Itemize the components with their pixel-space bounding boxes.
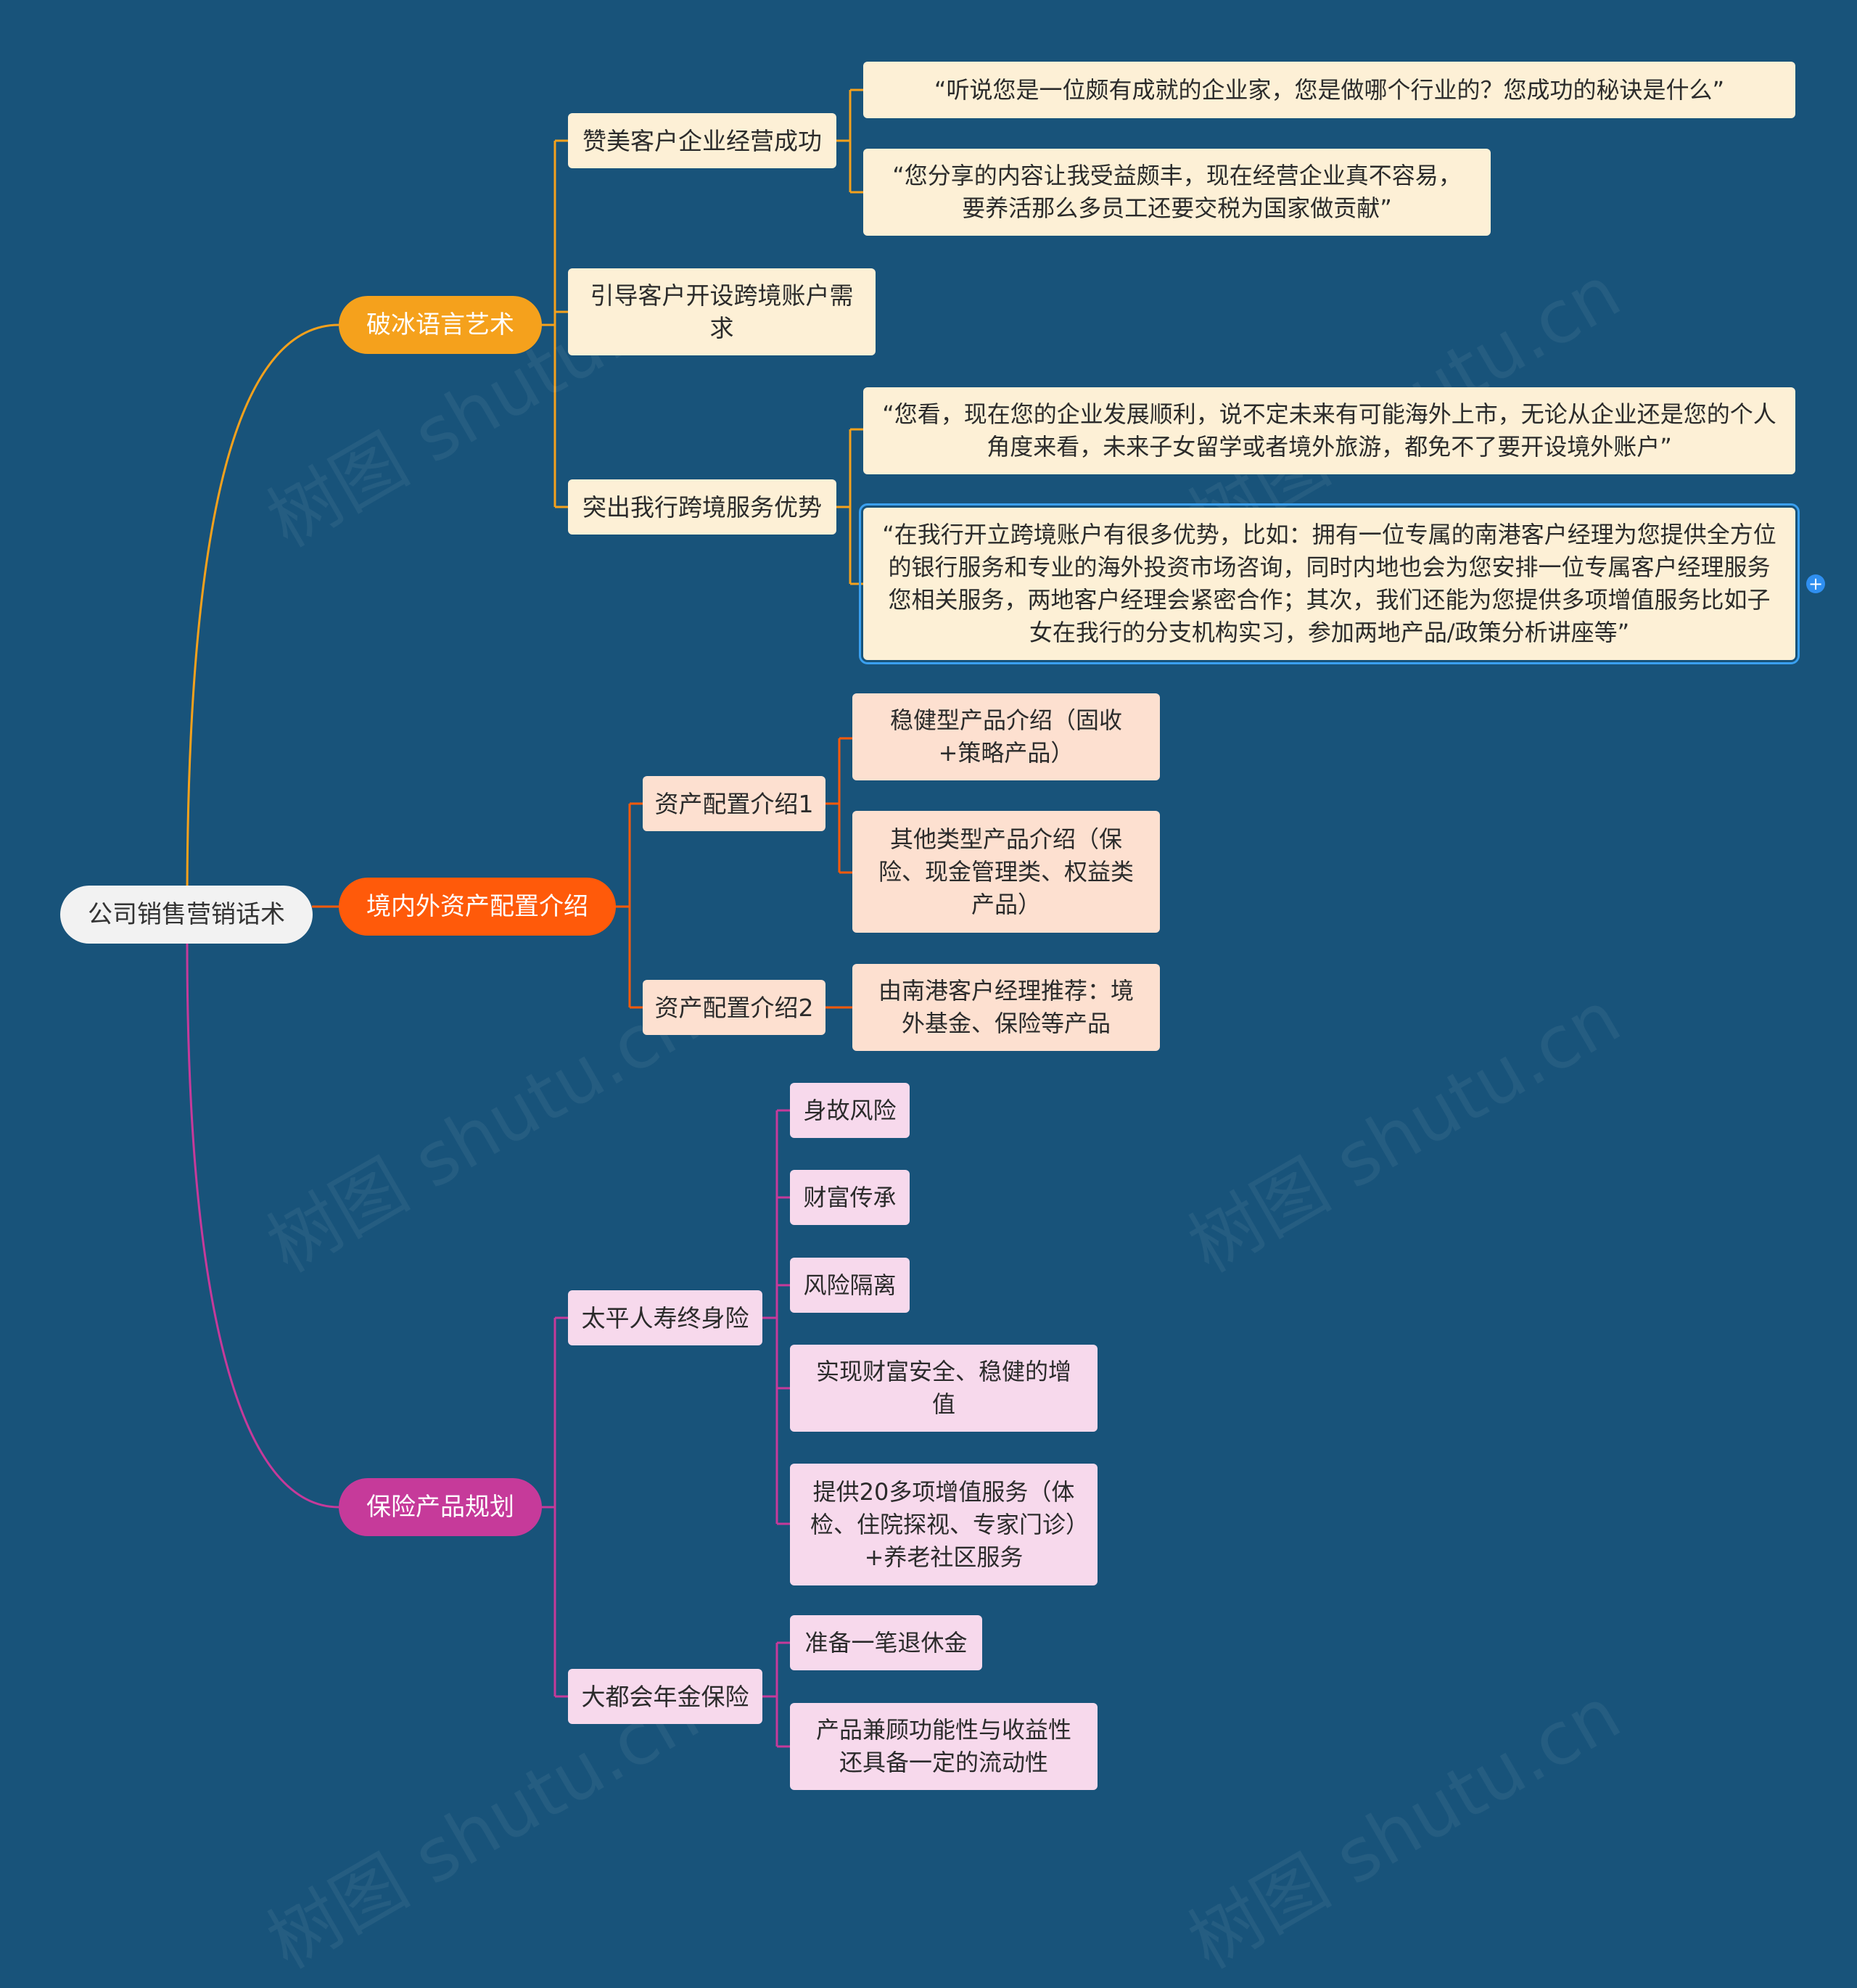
topic-asset-2[interactable]: 资产配置介绍2 xyxy=(643,980,825,1035)
topic-taiping-life[interactable]: 太平人寿终身险 xyxy=(568,1290,762,1345)
leaf-advantage-2[interactable]: “在我行开立跨境账户有很多优势，比如：拥有一位专属的南港客户经理为您提供全方位的… xyxy=(859,503,1800,664)
topic-guide-account[interactable]: 引导客户开设跨境账户需求 xyxy=(568,268,876,355)
branch-icebreak[interactable]: 破冰语言艺术 xyxy=(339,296,542,354)
leaf-retirement-fund[interactable]: 准备一笔退休金 xyxy=(790,1615,982,1670)
connector-lines xyxy=(186,88,863,1748)
mindmap-canvas: 树图 shutu.cn 树图 shutu.cn 树图 shutu.cn 树图 s… xyxy=(60,62,1825,1985)
topic-praise-success[interactable]: 赞美客户企业经营成功 xyxy=(568,113,836,168)
leaf-advantage-1[interactable]: “您看，现在您的企业发展顺利，说不定未来有可能海外上市，无论从企业还是您的个人角… xyxy=(863,387,1795,474)
leaf-value-added-services[interactable]: 提供20多项增值服务（体检、住院探视、专家门诊）+养老社区服务 xyxy=(790,1464,1098,1585)
leaf-wealth-inheritance[interactable]: 财富传承 xyxy=(790,1170,910,1225)
leaf-praise-1[interactable]: “听说您是一位颇有成就的企业家，您是做哪个行业的？您成功的秘诀是什么” xyxy=(863,62,1795,118)
root-node[interactable]: 公司销售营销话术 xyxy=(60,886,313,944)
topic-metlife-annuity[interactable]: 大都会年金保险 xyxy=(568,1669,762,1724)
topic-asset-1[interactable]: 资产配置介绍1 xyxy=(643,776,825,831)
leaf-asset-1-2[interactable]: 其他类型产品介绍（保险、现金管理类、权益类产品） xyxy=(852,811,1160,933)
leaf-function-yield[interactable]: 产品兼顾功能性与收益性还具备一定的流动性 xyxy=(790,1703,1098,1790)
expand-plus-icon[interactable]: + xyxy=(1806,574,1825,593)
leaf-risk-isolation[interactable]: 风险隔离 xyxy=(790,1258,910,1313)
leaf-praise-2[interactable]: “您分享的内容让我受益颇丰，现在经营企业真不容易，要养活那么多员工还要交税为国家… xyxy=(863,149,1491,236)
leaf-asset-1-1[interactable]: 稳健型产品介绍（固收+策略产品） xyxy=(852,693,1160,780)
leaf-death-risk[interactable]: 身故风险 xyxy=(790,1083,910,1138)
topic-crossborder-advantage[interactable]: 突出我行跨境服务优势 xyxy=(568,479,836,535)
branch-asset-allocation[interactable]: 境内外资产配置介绍 xyxy=(339,878,616,936)
branch-insurance[interactable]: 保险产品规划 xyxy=(339,1478,542,1536)
leaf-asset-2-1[interactable]: 由南港客户经理推荐：境外基金、保险等产品 xyxy=(852,964,1160,1051)
leaf-wealth-growth[interactable]: 实现财富安全、稳健的增值 xyxy=(790,1345,1098,1432)
